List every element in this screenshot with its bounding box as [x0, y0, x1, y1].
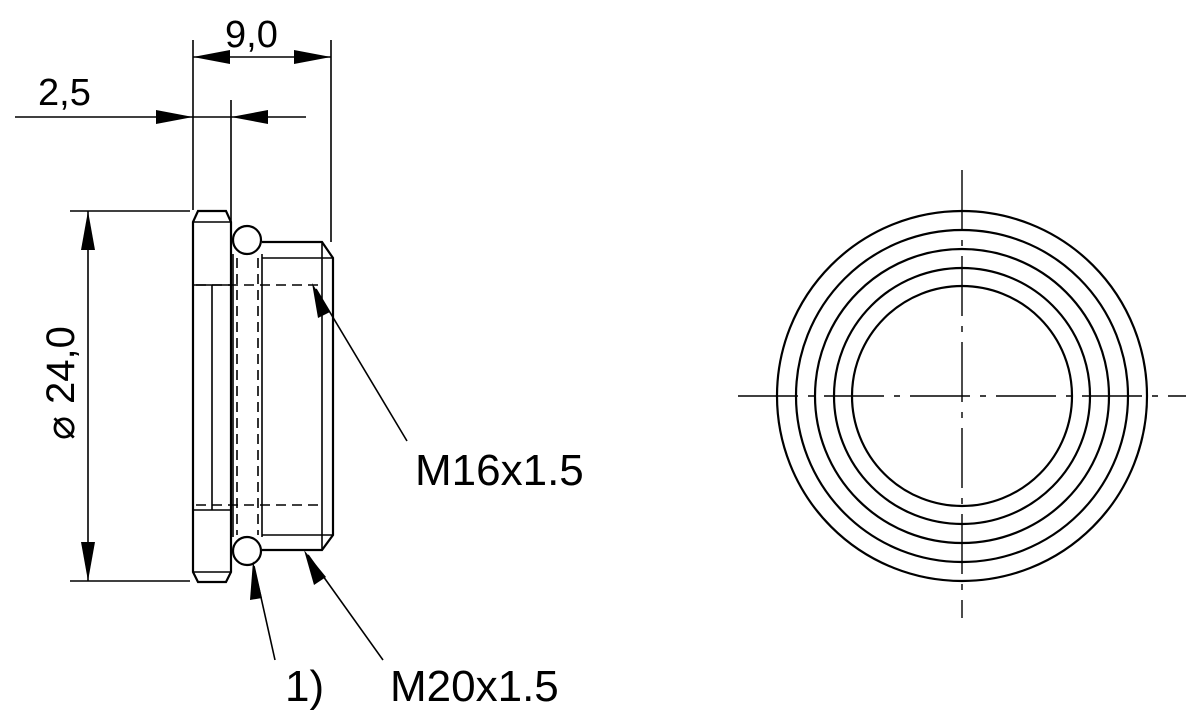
- callout-label-seal: 1): [285, 662, 324, 711]
- callout-seal: 1): [250, 561, 324, 711]
- callout-label-inner-thread: M16x1.5: [415, 446, 584, 495]
- o-ring-top: [231, 224, 263, 256]
- dimension-flange-thickness: 2,5: [15, 72, 306, 222]
- front-view: [738, 170, 1186, 618]
- o-ring-bottom: [231, 535, 263, 567]
- dimension-label-flange-thickness: 2,5: [38, 72, 91, 114]
- spigot-outline: [262, 240, 335, 552]
- dimension-diameter: ⌀ 24,0: [39, 210, 190, 582]
- callout-label-outer-thread: M20x1.5: [390, 662, 559, 711]
- dimension-overall-length: 9,0: [192, 14, 332, 242]
- callout-outer-thread: M20x1.5: [304, 550, 559, 711]
- callout-inner-thread: M16x1.5: [312, 283, 584, 495]
- flange-outline: [191, 209, 233, 584]
- diameter-symbol: ⌀: [39, 416, 83, 440]
- side-view: [191, 209, 335, 584]
- dimension-label-overall-length: 9,0: [225, 14, 278, 56]
- dimension-label-diameter: 24,0: [39, 326, 83, 404]
